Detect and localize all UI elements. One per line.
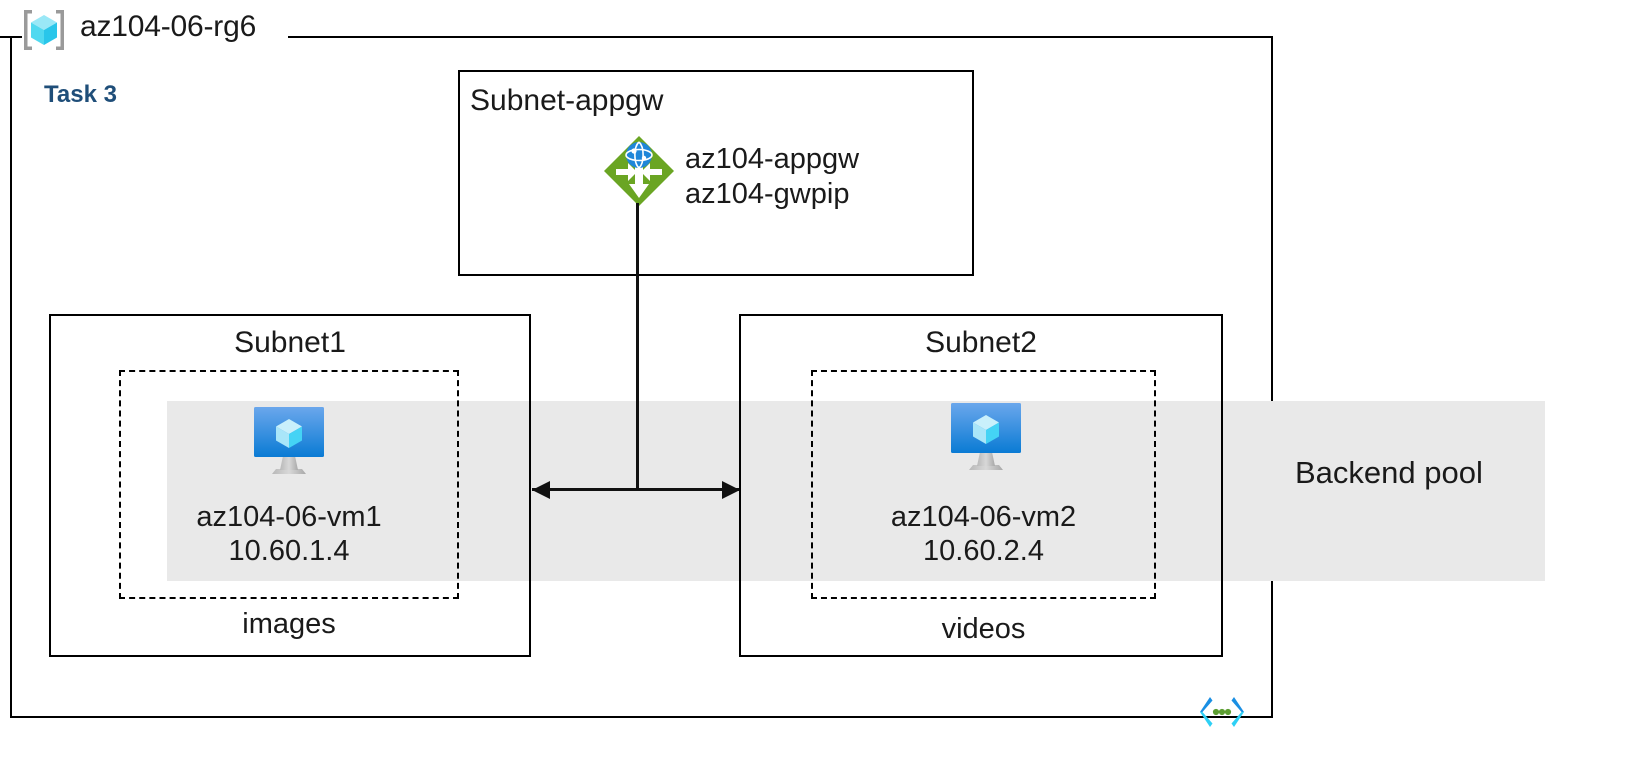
subnet-appgw-title: Subnet-appgw [470,84,664,117]
subnet1-vm-dashed-container [119,370,459,599]
subnet1-title: Subnet1 [234,326,346,359]
task-label: Task 3 [44,81,117,108]
resource-group-border-top [288,36,1273,38]
application-gateway-icon [602,134,676,208]
virtual-machine-icon [250,404,328,478]
backend-pool-band [167,401,1545,581]
subnet1-vm-caption: az104-06-vm1 10.60.1.4 [119,500,459,568]
subnet1-storage-label: images [242,608,336,640]
vm2-ip-label: 10.60.2.4 [923,535,1044,568]
backend-pool-label: Backend pool [1295,455,1483,490]
connector-backend-horizontal [532,488,740,491]
vm2-name-label: az104-06-vm2 [890,501,1077,533]
subnet2-box [739,314,1223,657]
appgw-resource-labels: az104-appgw az104-gwpip [685,142,859,213]
resource-group-border-bottom [10,716,1273,718]
subnet1-box [49,314,531,657]
virtual-machine-icon [947,400,1025,474]
resource-group-border-left [10,36,12,718]
vm1-ip-label: 10.60.1.4 [228,535,350,568]
subnet2-storage-label: videos [941,613,1026,645]
gwpip-name-label: az104-gwpip [685,178,850,211]
subnet2-vm-caption: az104-06-vm2 10.60.2.4 [811,500,1156,568]
vm1-name-label: az104-06-vm1 [196,501,382,533]
subnet2-vm-dashed-container [811,370,1156,599]
arrowhead-left-icon [532,481,550,499]
arrowhead-right-icon [722,481,740,499]
subnet-appgw-box [458,70,974,276]
resource-group-label: az104-06-rg6 [80,10,257,43]
resource-group-border-right [1271,36,1273,718]
resource-group-cube-icon [20,6,68,54]
appgw-name-label: az104-appgw [685,143,860,175]
code-brackets-icon [1196,695,1248,729]
subnet2-title: Subnet2 [925,326,1037,359]
connector-appgw-vertical [636,203,639,490]
